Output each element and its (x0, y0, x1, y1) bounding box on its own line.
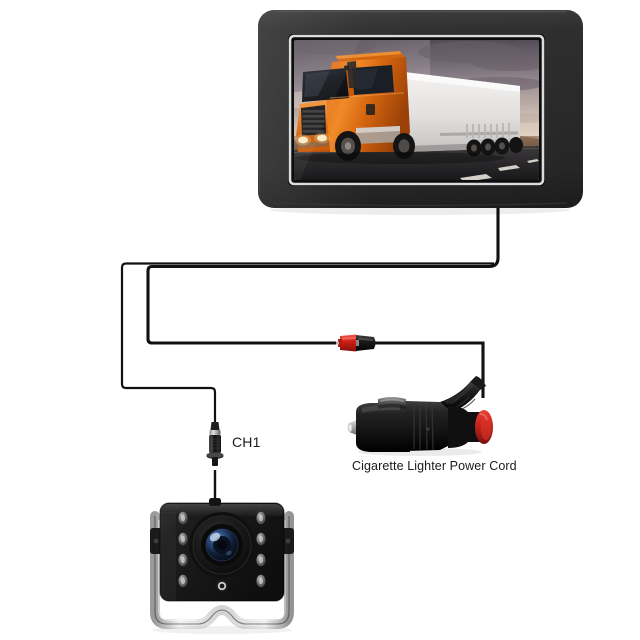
camera-light-sensor (216, 580, 228, 592)
ch1-connector (206, 422, 224, 466)
camera-ir-leds-left (178, 511, 188, 588)
cable-harness (120, 206, 500, 502)
video-cable-path (120, 262, 494, 424)
truck-front-wheel (335, 131, 361, 161)
camera-lens (189, 512, 255, 578)
truck-rear-wheel (393, 133, 415, 159)
truck-trailer (404, 72, 523, 157)
cigarette-lighter-plug (347, 376, 493, 456)
lane-marking (460, 159, 539, 180)
monitor (258, 10, 583, 215)
plug-grip-ridges (413, 402, 434, 451)
camera-cable-entry (209, 498, 221, 506)
plug-spring-clip (378, 397, 406, 406)
rca-inline-connector (336, 334, 376, 352)
power-cord-label: Cigarette Lighter Power Cord (352, 459, 517, 473)
truck-grille (301, 105, 326, 136)
monitor-screen-border (288, 34, 545, 186)
headlight-right (317, 134, 327, 142)
monitor-screen-image (294, 40, 539, 180)
power-cable-to-plug (374, 341, 485, 398)
power-cable-path (146, 206, 500, 345)
camera-ir-leds-right (256, 511, 266, 588)
truck-cab (295, 51, 505, 164)
ch1-label: CH1 (232, 434, 261, 450)
camera-mount-bracket (150, 511, 294, 629)
plug-barrel (356, 403, 410, 452)
backup-camera (150, 498, 294, 634)
trailer-wheels (466, 137, 523, 157)
headlight-left (298, 136, 308, 144)
